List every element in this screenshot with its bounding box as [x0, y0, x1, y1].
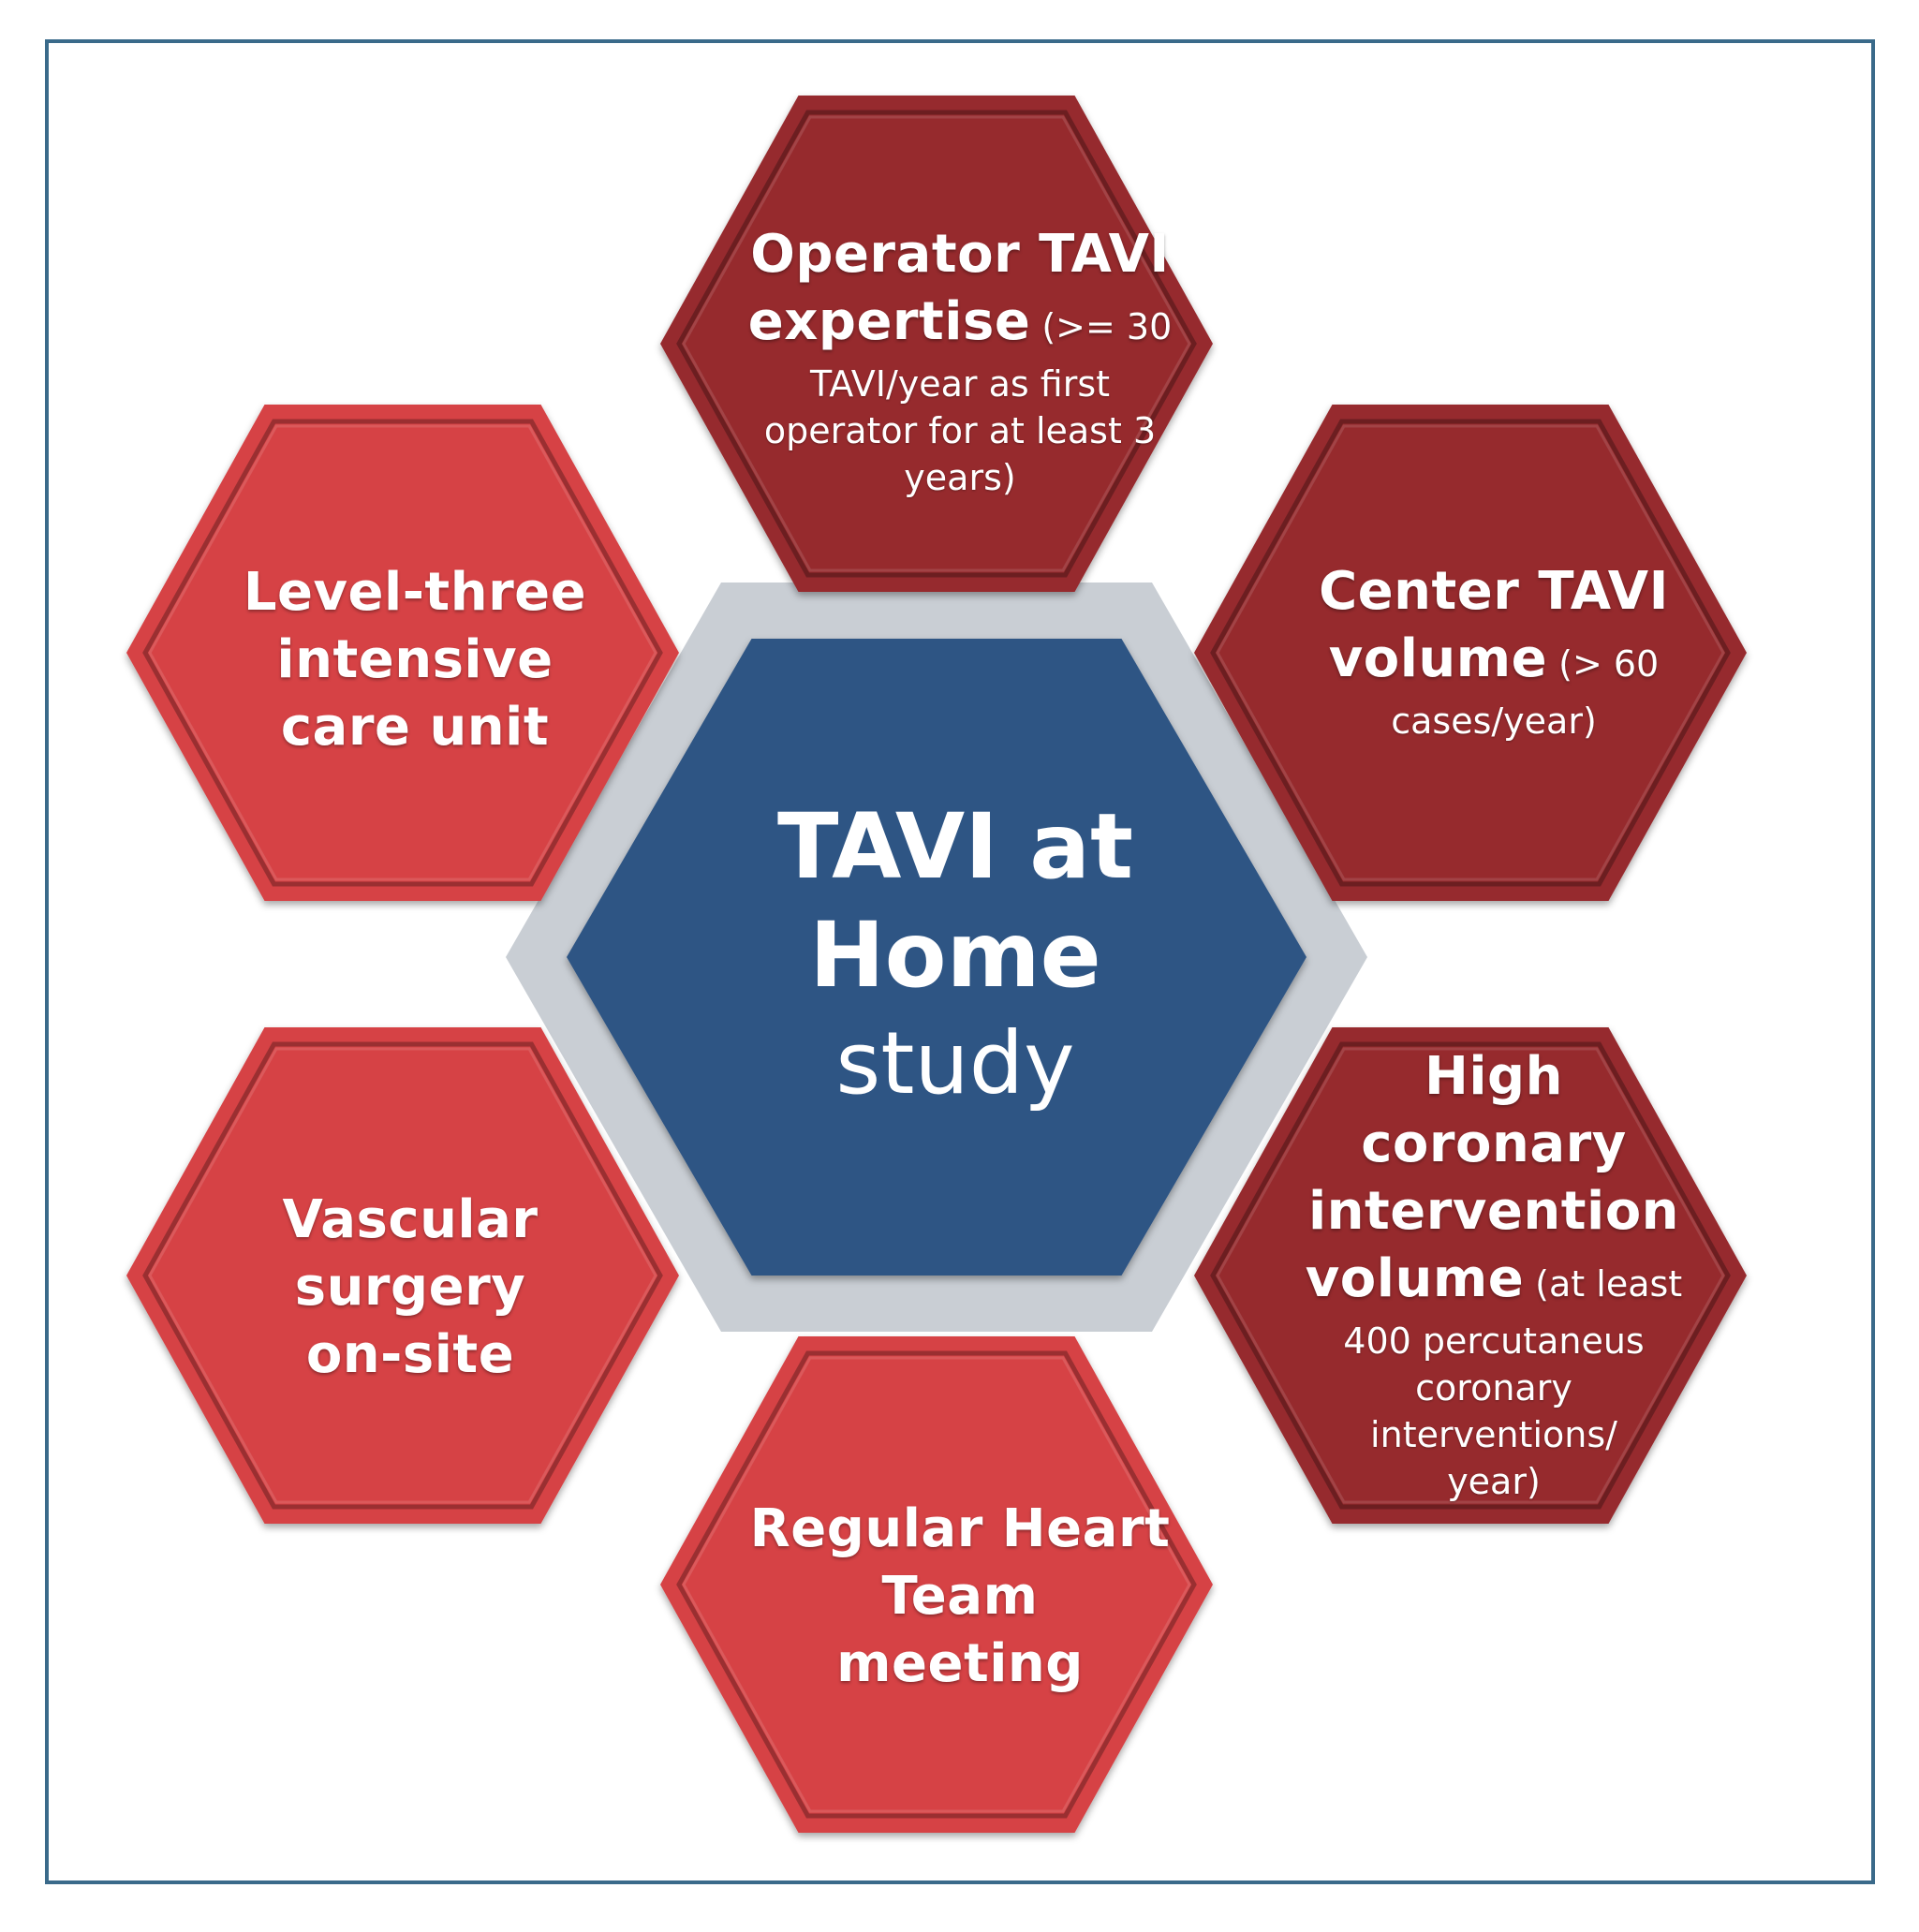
coronary-title-line-3: intervention	[1307, 1180, 1680, 1242]
coronary-volume-hexagon	[1194, 1027, 1747, 1524]
hexagon-group	[126, 96, 1747, 1833]
operator-expertise-hexagon-inner	[676, 110, 1197, 578]
heart-team-label: Regular Heart Team meeting	[707, 1484, 1213, 1709]
vascular-surgery-label: Vascular surgery on-site	[157, 1175, 663, 1400]
heart-team-hexagon-inner	[676, 1350, 1197, 1819]
heart-team-title-line-2: Team	[881, 1566, 1039, 1627]
icu-label: Level-three intensive care unit	[162, 548, 668, 773]
heart-team-title-line-1: Regular Heart	[749, 1498, 1171, 1559]
coronary-detail-line-2: coronary	[1415, 1366, 1572, 1408]
coronary-detail-line-3: interventions/	[1370, 1413, 1617, 1455]
operator-expertise-hexagon	[660, 96, 1213, 592]
vascular-surgery-hexagon-highlight	[148, 1047, 657, 1504]
operator-expertise-hexagon-highlight	[682, 115, 1191, 572]
vascular-surgery-hexagon	[126, 1027, 679, 1524]
vascular-surgery-hexagon-inner	[142, 1041, 663, 1510]
coronary-detail-line-1: 400 percutaneus	[1343, 1320, 1645, 1362]
coronary-volume-hexagon-highlight	[1216, 1047, 1725, 1504]
heart-team-hexagon-highlight	[682, 1356, 1191, 1813]
center-hexagon-outer	[567, 639, 1306, 1276]
center-hexagon	[567, 639, 1306, 1276]
heart-team-hexagon	[660, 1336, 1213, 1833]
center-title-line-2: Home	[809, 903, 1101, 1008]
center-volume-title-line-1: Center TAVI	[1319, 560, 1669, 622]
center-volume-title-volume: volume	[1328, 627, 1548, 689]
center-volume-label: Center TAVI volume(> 60 cases/year)	[1241, 548, 1747, 754]
vascular-title-line-1: Vascular	[282, 1189, 539, 1250]
operator-title-line-2: expertise(>= 30	[748, 288, 1173, 361]
center-subtitle: study	[835, 1013, 1075, 1113]
operator-detail-line-1: TAVI/year as first	[809, 362, 1111, 405]
coronary-title-line-2: coronary	[1361, 1113, 1627, 1174]
center-volume-detail-inline: (> 60	[1558, 642, 1660, 685]
heart-team-title-line-3: meeting	[836, 1633, 1084, 1694]
icu-hexagon-inner	[142, 419, 663, 887]
operator-expertise-label: Operator TAVI expertise(>= 30 TAVI/year …	[707, 211, 1213, 510]
center-volume-detail-line-1: cases/year)	[1391, 700, 1597, 742]
operator-detail-line-2: operator for at least 3	[763, 409, 1157, 451]
coronary-volume-label: High coronary intervention volume(at lea…	[1241, 1040, 1747, 1508]
coronary-title-line-1: High	[1424, 1045, 1563, 1107]
icu-title-line-1: Level-three	[243, 562, 587, 623]
operator-detail-line-3: years)	[904, 456, 1016, 498]
coronary-title-line-4: volume(at least	[1306, 1246, 1682, 1318]
coronary-detail-inline: (at least	[1535, 1262, 1683, 1305]
vascular-title-line-2: surgery	[294, 1257, 526, 1318]
center-volume-hexagon-highlight	[1216, 424, 1725, 881]
icu-hexagon	[126, 405, 679, 901]
operator-detail-inline: (>= 30	[1041, 305, 1173, 347]
center-label: TAVI at Home study	[599, 768, 1311, 1143]
coronary-title-volume: volume	[1305, 1247, 1525, 1309]
icu-hexagon-highlight	[148, 424, 657, 881]
icu-title-line-2: intensive	[276, 629, 554, 690]
operator-title-expertise: expertise	[747, 290, 1031, 352]
center-volume-hexagon-inner	[1210, 419, 1731, 887]
coronary-volume-hexagon-inner	[1210, 1041, 1731, 1510]
operator-title-line-1: Operator TAVI	[750, 223, 1170, 285]
center-volume-hexagon	[1194, 405, 1747, 901]
center-volume-title-line-2: volume(> 60	[1329, 626, 1659, 698]
coronary-detail-line-4: year)	[1447, 1460, 1541, 1502]
vascular-title-line-3: on-site	[305, 1324, 515, 1385]
center-title-line-1: TAVI at	[777, 794, 1133, 899]
icu-title-line-3: care unit	[280, 697, 550, 758]
